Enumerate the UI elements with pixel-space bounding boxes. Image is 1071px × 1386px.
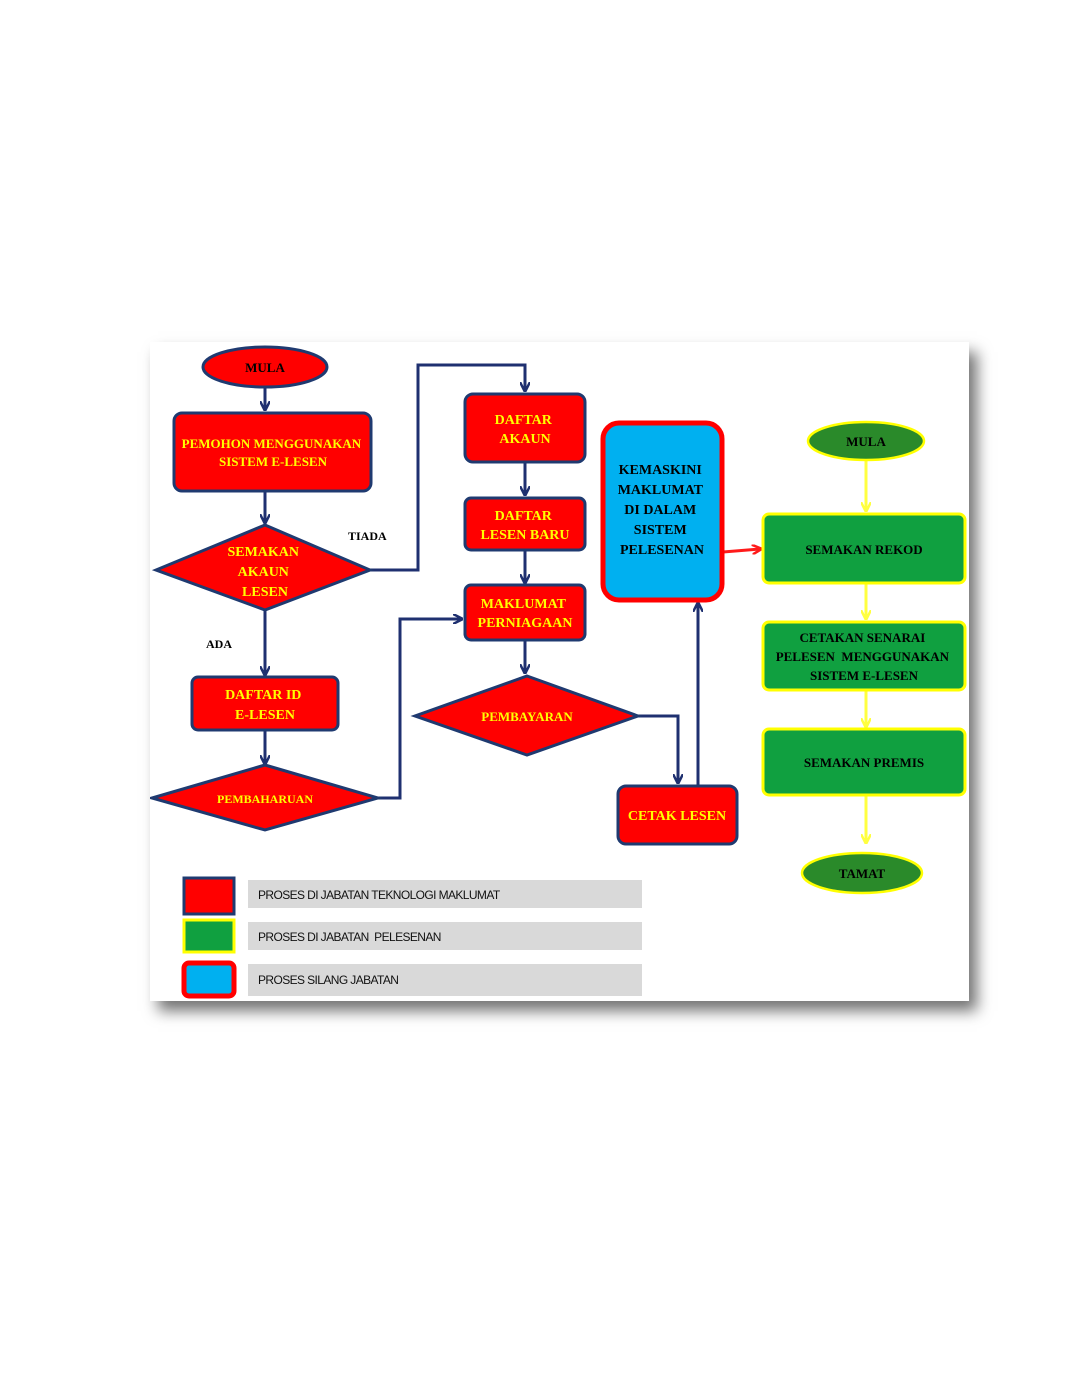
process-kemaskini-maklumat: KEMASKINI MAKLUMAT DI DALAM SISTEM PELES… xyxy=(600,420,725,603)
process-daftar-id-line-1: DAFTAR ID xyxy=(225,688,301,703)
edge-label-ada: ADA xyxy=(206,637,232,651)
svg-text:PEMOHON MENGGUNAKAN SI: PEMOHON MENGGUNAKAN SISTEM E-LESEN xyxy=(182,436,365,469)
legend-bar-lic xyxy=(248,922,642,950)
process-cetakan-line-1: CETAKAN SENARAI xyxy=(799,630,925,645)
decision-semakan-line-1: SEMAKAN xyxy=(227,545,299,560)
decision-pembayaran-label: PEMBAYARAN xyxy=(481,709,573,724)
process-daftar-akaun: DAFTAR AKAUN xyxy=(463,392,587,464)
process-pemohon: PEMOHON MENGGUNAKAN SISTEM E-LESEN xyxy=(172,411,373,493)
decision-pembaharuan: PEMBAHARUAN xyxy=(150,763,384,832)
svg-text:CETAKAN SENARAI PELESE: CETAKAN SENARAI PELESEN MENGGUNAKAN SIST… xyxy=(776,630,953,683)
decision-semakan-akaun: SEMAKAN AKAUN LESEN xyxy=(151,523,374,612)
process-kemaskini-line-3: DI DALAM xyxy=(624,503,696,518)
svg-text:DAFTAR AKAUN: DAFTAR AKAUN xyxy=(495,413,556,447)
edge-label-tiada: TIADA xyxy=(348,529,387,543)
process-daftar-akaun-line-1: DAFTAR xyxy=(495,413,553,428)
process-daftar-lesen-baru: DAFTAR LESEN BARU xyxy=(463,496,587,552)
legend-item-it: PROSES DI JABATAN TEKNOLOGI MAKLUMAT xyxy=(182,876,642,916)
svg-text:SEMAKAN AKAUN: SEMAKAN AKAUN LESEN xyxy=(227,545,302,600)
legend-swatch-it xyxy=(182,876,236,916)
legend-item-cross: PROSES SILANG JABATAN xyxy=(181,960,642,999)
start-node-left-label: MULA xyxy=(245,360,285,375)
process-cetak-lesen-label: CETAK LESEN xyxy=(628,809,726,824)
flowchart: TIADA ADA MULA PEMOHON MENGGUNAKAN SISTE… xyxy=(150,345,967,999)
legend-swatch-lic xyxy=(182,918,236,954)
start-node-right: MULA xyxy=(806,420,926,462)
process-maklumat-line-2: PERNIAGAAN xyxy=(478,616,573,631)
start-node-right-label: MULA xyxy=(846,434,886,449)
process-daftar-lesen-baru-line-2: LESEN BARU xyxy=(480,528,569,543)
svg-text:KEMASKINI MAKLUMAT: KEMASKINI MAKLUMAT DI DALAM SISTEM PELES… xyxy=(618,463,707,558)
process-cetak-lesen: CETAK LESEN xyxy=(616,784,739,846)
legend-label-lic: PROSES DI JABATAN PELESENAN xyxy=(258,930,441,944)
process-kemaskini-line-2: MAKLUMAT xyxy=(618,483,704,498)
process-kemaskini-line-1: KEMASKINI xyxy=(619,463,702,478)
svg-text:DAFTAR ID E-LESEN: DAFTAR ID E-LESEN xyxy=(225,688,305,723)
flowchart-frame: TIADA ADA MULA PEMOHON MENGGUNAKAN SISTE… xyxy=(150,342,969,1001)
legend-label-cross: PROSES SILANG JABATAN xyxy=(258,973,398,987)
legend-label-it: PROSES DI JABATAN TEKNOLOGI MAKLUMAT xyxy=(258,888,501,902)
legend-bar-it xyxy=(248,880,642,908)
end-node-label: TAMAT xyxy=(839,866,886,881)
process-daftar-lesen-baru-line-1: DAFTAR xyxy=(495,509,553,524)
process-kemaskini-line-5: PELESENAN xyxy=(620,543,704,558)
legend-item-lic: PROSES DI JABATAN PELESENAN xyxy=(182,918,642,954)
process-pemohon-line-1: PEMOHON MENGGUNAKAN xyxy=(182,436,362,451)
process-semakan-rekod: SEMAKAN REKOD xyxy=(761,512,967,585)
edge-kemaskini-to-semakan-rekod xyxy=(722,549,760,552)
process-maklumat-perniagaan: MAKLUMAT PERNIAGAAN xyxy=(463,583,587,642)
process-semakan-premis-label: SEMAKAN PREMIS xyxy=(804,755,924,770)
process-cetakan-line-2: PELESEN MENGGUNAKAN xyxy=(776,649,950,664)
edge-semakan-to-daftar-akaun-tiada xyxy=(370,363,525,572)
process-daftar-akaun-line-2: AKAUN xyxy=(499,432,550,447)
process-daftar-id-line-2: E-LESEN xyxy=(235,708,295,723)
process-cetakan-line-3: SISTEM E-LESEN xyxy=(810,668,919,683)
svg-text:DAFTAR LESEN BARU: DAFTAR LESEN BARU xyxy=(480,509,569,543)
decision-pembayaran: PEMBAYARAN xyxy=(410,674,643,757)
process-kemaskini-line-4: SISTEM xyxy=(634,523,687,538)
legend: PROSES DI JABATAN TEKNOLOGI MAKLUMAT PRO… xyxy=(181,876,642,999)
legend-bar-cross xyxy=(248,964,642,996)
process-pemohon-line-2: SISTEM E-LESEN xyxy=(219,454,328,469)
decision-semakan-line-2: AKAUN xyxy=(238,565,289,580)
process-semakan-rekod-label: SEMAKAN REKOD xyxy=(805,542,922,557)
end-node: TAMAT xyxy=(800,851,924,895)
process-cetakan-senarai: CETAKAN SENARAI PELESEN MENGGUNAKAN SIST… xyxy=(761,620,967,692)
edge-pembayaran-to-cetak xyxy=(638,714,678,782)
process-daftar-id: DAFTAR ID E-LESEN xyxy=(190,675,340,732)
decision-pembaharuan-label: PEMBAHARUAN xyxy=(217,792,313,806)
decision-semakan-line-3: LESEN xyxy=(242,585,288,600)
process-maklumat-line-1: MAKLUMAT xyxy=(481,597,567,612)
start-node-left: MULA xyxy=(201,345,329,389)
legend-swatch-cross xyxy=(181,960,237,999)
svg-text:MAKLUMAT PERNIAGAAN: MAKLUMAT PERNIAGAAN xyxy=(478,597,573,631)
edge-pembaharuan-to-maklumat xyxy=(378,619,461,800)
process-semakan-premis: SEMAKAN PREMIS xyxy=(761,727,967,797)
